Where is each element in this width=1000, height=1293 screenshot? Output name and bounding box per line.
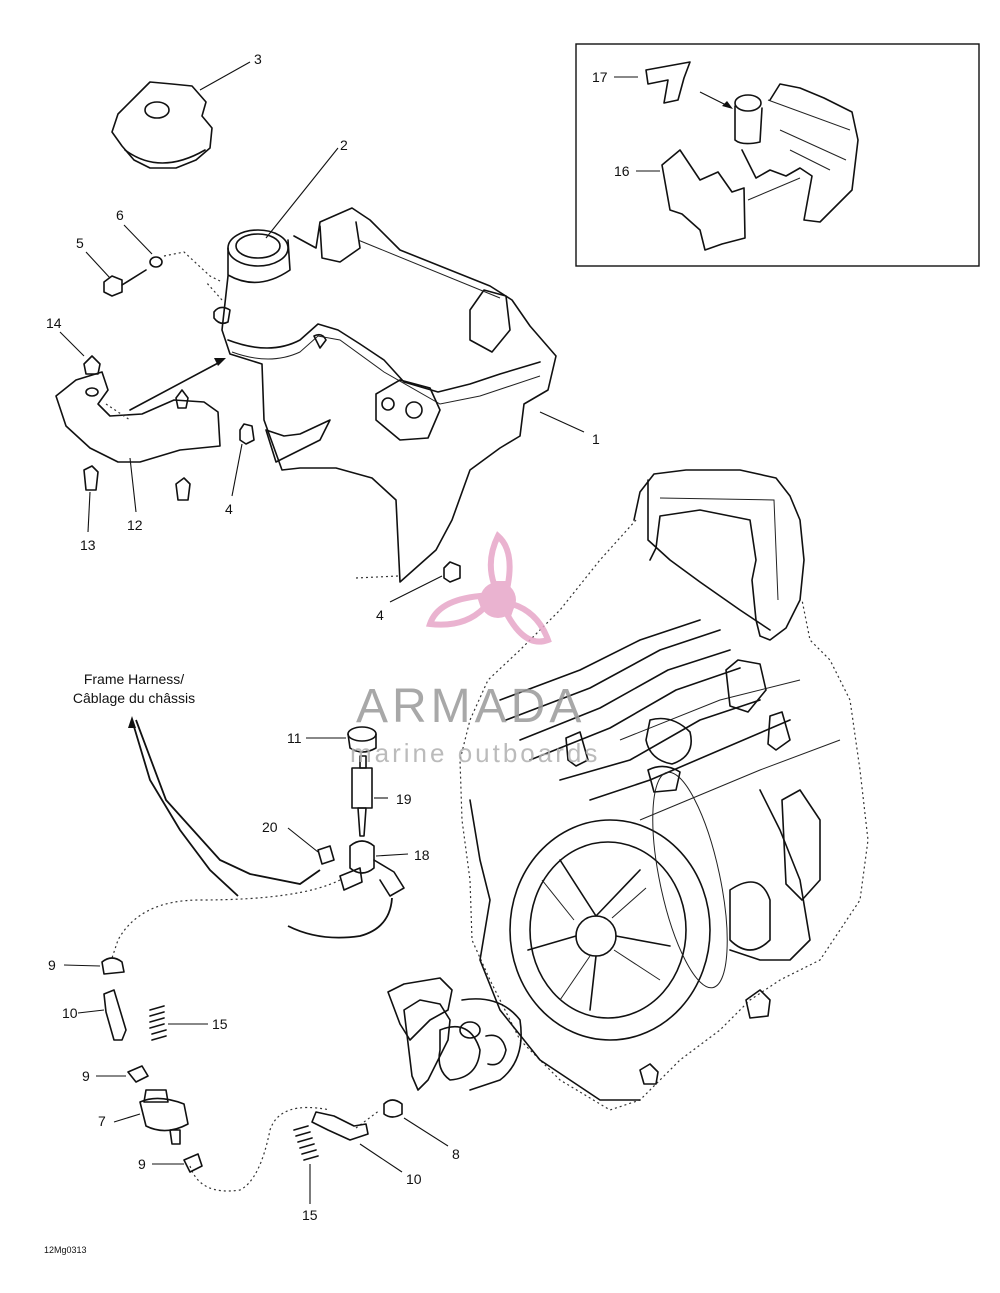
callout-10-b: 10 [406,1171,422,1187]
callout-11: 11 [287,730,302,746]
frame-harness-wire [131,719,239,897]
callout-4-lower: 4 [376,607,384,623]
frame-harness-label: Frame Harness/ Câblage du châssis [73,671,195,706]
decal-16 [661,149,746,251]
callout-9-b: 9 [82,1068,90,1084]
clamp-9a [101,957,125,975]
inset-tank [734,83,859,223]
inline-filter-7 [139,1089,189,1145]
decal-17 [645,61,691,104]
clamp-9b [127,1065,149,1083]
reservoir-cap-3 [111,81,213,169]
callout-10-a: 10 [62,1005,78,1021]
heat-shield-12 [55,355,226,501]
callout-6: 6 [116,207,124,223]
engine-block [459,469,869,1111]
oil-line-lower [189,1106,331,1192]
callout-9-a: 9 [48,957,56,973]
callout-1: 1 [592,431,600,447]
oil-reservoir [205,207,557,583]
callout-8: 8 [452,1146,460,1162]
spring-15b [293,1125,319,1161]
sensor-19 [351,755,373,837]
figure-reference: 12Mg0313 [44,1245,87,1255]
callout-7: 7 [98,1113,106,1129]
flywheel [509,771,728,1041]
callout-9-c: 9 [138,1156,146,1172]
spring-15a [149,1005,167,1041]
callout-15-a: 15 [212,1016,228,1032]
grommet-11 [347,726,377,753]
tee-fitting-18 [339,840,405,897]
callout-3: 3 [254,51,262,67]
callout-12: 12 [127,517,143,533]
callout-14: 14 [46,315,62,331]
callout-15-b: 15 [302,1207,318,1223]
hose-10b [311,1111,369,1141]
frame-harness-label-en: Frame Harness/ [84,671,184,687]
callout-numbers: 3 2 6 5 14 1 4 12 13 4 11 19 20 18 9 10 … [46,51,600,1223]
callout-2: 2 [340,137,348,153]
leader-lines [59,61,585,1204]
callout-4-upper: 4 [225,501,233,517]
grommet-4-upper [239,423,255,445]
oil-line-upper [111,879,341,959]
callout-5: 5 [76,235,84,251]
propeller-logo [425,531,552,645]
connector-20 [317,845,335,865]
hose-10a [103,989,127,1041]
callout-16: 16 [614,163,630,179]
watermark-brand: ARMADA [356,680,585,733]
clamp-9c [183,1153,203,1173]
callout-17: 17 [592,69,608,85]
armada-watermark: ARMADA marine outboards [350,531,600,768]
fitting-8 [383,1099,403,1118]
screw-5-washer-6 [103,251,223,297]
grommet-4-lower [443,561,461,583]
inset-frame [575,43,980,267]
callout-20: 20 [262,819,278,835]
oil-pump [387,977,522,1091]
callout-19: 19 [396,791,412,807]
inset-detail: 17 16 [575,43,980,267]
callout-13: 13 [80,537,96,553]
watermark-tagline: marine outboards [350,738,600,768]
callout-18: 18 [414,847,430,863]
frame-harness-label-fr: Câblage du châssis [73,690,195,706]
